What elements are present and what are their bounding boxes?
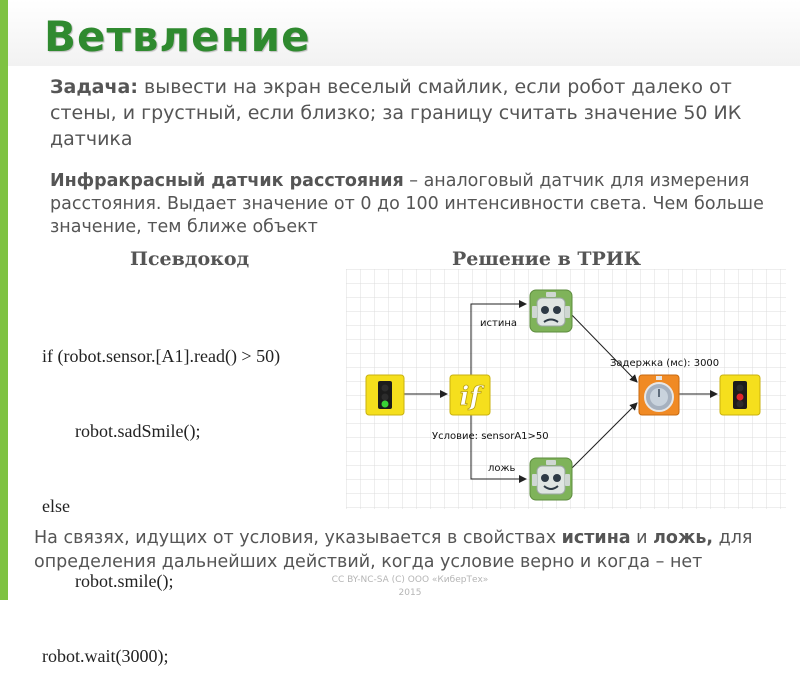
timer-icon xyxy=(638,374,680,416)
ir-sensor-paragraph: Инфракрасный датчик расстояния – аналого… xyxy=(50,170,790,239)
code-line: if (robot.sensor.[A1].read() > 50) xyxy=(42,346,281,366)
note-false: ложь, xyxy=(653,528,714,548)
link-sad-timer xyxy=(567,310,638,383)
copyright-line: CC BY-NC-SA (C) ООО «КиберТех» xyxy=(331,575,489,585)
if-glyph: if xyxy=(459,382,484,412)
copyright-note: CC BY-NC-SA (C) ООО «КиберТех» 2015 xyxy=(300,574,520,600)
trik-diagram: if истина ложь За xyxy=(346,269,786,509)
note-part1: На связях, идущих от условия, указываетс… xyxy=(34,528,562,548)
code-line: robot.wait(3000); xyxy=(42,646,169,666)
slide-title: Ветвление xyxy=(44,12,311,61)
sad-robot-icon xyxy=(529,289,573,333)
task-paragraph: Задача: вывести на экран веселый смайлик… xyxy=(50,74,770,152)
copyright-year: 2015 xyxy=(398,588,422,598)
end-icon xyxy=(719,374,761,416)
note-true: истина xyxy=(561,528,631,548)
label-true: истина xyxy=(480,318,517,329)
accent-bar xyxy=(0,0,8,600)
trik-heading: Решение в ТРИК xyxy=(452,248,642,270)
ir-text: – аналоговый датчик для измерения рассто… xyxy=(50,171,764,237)
note-part3: для определения дальнейших действий, ког… xyxy=(34,528,753,572)
ir-label: Инфракрасный датчик расстояния xyxy=(50,171,404,191)
title-band xyxy=(8,0,800,66)
task-text: вывести на экран веселый смайлик, если р… xyxy=(50,76,742,150)
note-part2: и xyxy=(630,528,654,548)
code-line: robot.sadSmile(); xyxy=(75,421,201,441)
happy-robot-icon xyxy=(529,457,573,501)
label-false: ложь xyxy=(488,463,516,474)
label-delay: Задержка (мс): 3000 xyxy=(610,358,719,369)
pseudocode-heading: Псевдокод xyxy=(130,248,250,270)
link-true xyxy=(470,300,527,375)
if-icon: if xyxy=(449,374,491,416)
code-line: robot.smile(); xyxy=(75,571,174,591)
pseudocode-block: if (robot.sensor.[A1].read() > 50) robot… xyxy=(42,294,346,694)
start-icon xyxy=(365,374,405,416)
task-label: Задача: xyxy=(50,76,138,98)
link-false xyxy=(470,414,527,483)
label-condition: Условие: sensorA1>50 xyxy=(432,431,549,442)
footer-note: На связях, идущих от условия, указываетс… xyxy=(34,526,794,574)
link-happy-timer xyxy=(567,402,638,473)
code-line: else xyxy=(42,496,70,516)
